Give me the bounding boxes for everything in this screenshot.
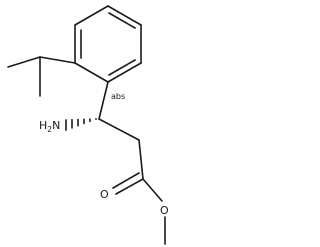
carbonyl-double-bond-b: [112, 172, 140, 189]
ch2-to-carbonyl-bond: [138, 139, 144, 180]
methyl-bond-upper: [7, 56, 41, 68]
ring-bond-1: [107, 5, 142, 26]
carbonyl-oxygen-label: O: [100, 188, 109, 201]
isopropyl-group: [7, 56, 76, 97]
molecule-structure: H2N abs O O: [7, 5, 169, 245]
ring-to-stereocenter-bond: [98, 81, 109, 120]
stereo-abs-label: abs: [111, 92, 125, 101]
ester-oxygen-label: O: [160, 204, 169, 217]
ester-bond: [142, 178, 163, 202]
stereocenter-to-ch2-bond: [98, 118, 140, 141]
ring-bond-6: [74, 5, 109, 26]
isopropyl-bond: [39, 56, 76, 64]
carbonyl-double-bond-a: [115, 178, 144, 195]
amine-label: H2N: [39, 119, 60, 134]
ring-double-bond-2: [108, 59, 136, 76]
ring-double-bond-1: [108, 12, 136, 29]
ring-bond-4: [74, 62, 109, 83]
benzene-ring: [74, 5, 142, 83]
hashed-wedge-bond: [65, 118, 97, 131]
side-chain: [65, 81, 166, 245]
ring-bond-3: [107, 62, 142, 83]
